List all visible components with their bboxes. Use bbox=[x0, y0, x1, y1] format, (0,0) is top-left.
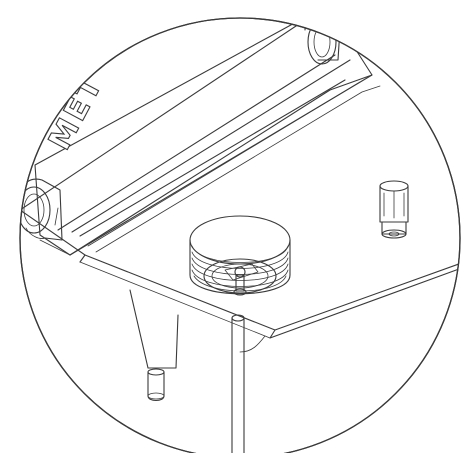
vertical-tube bbox=[231, 314, 245, 453]
threaded-port bbox=[189, 215, 291, 296]
rail-end-roller-left bbox=[20, 178, 63, 241]
support-leg bbox=[129, 289, 179, 402]
small-fitting bbox=[379, 180, 409, 239]
raised-rail bbox=[34, 19, 381, 256]
